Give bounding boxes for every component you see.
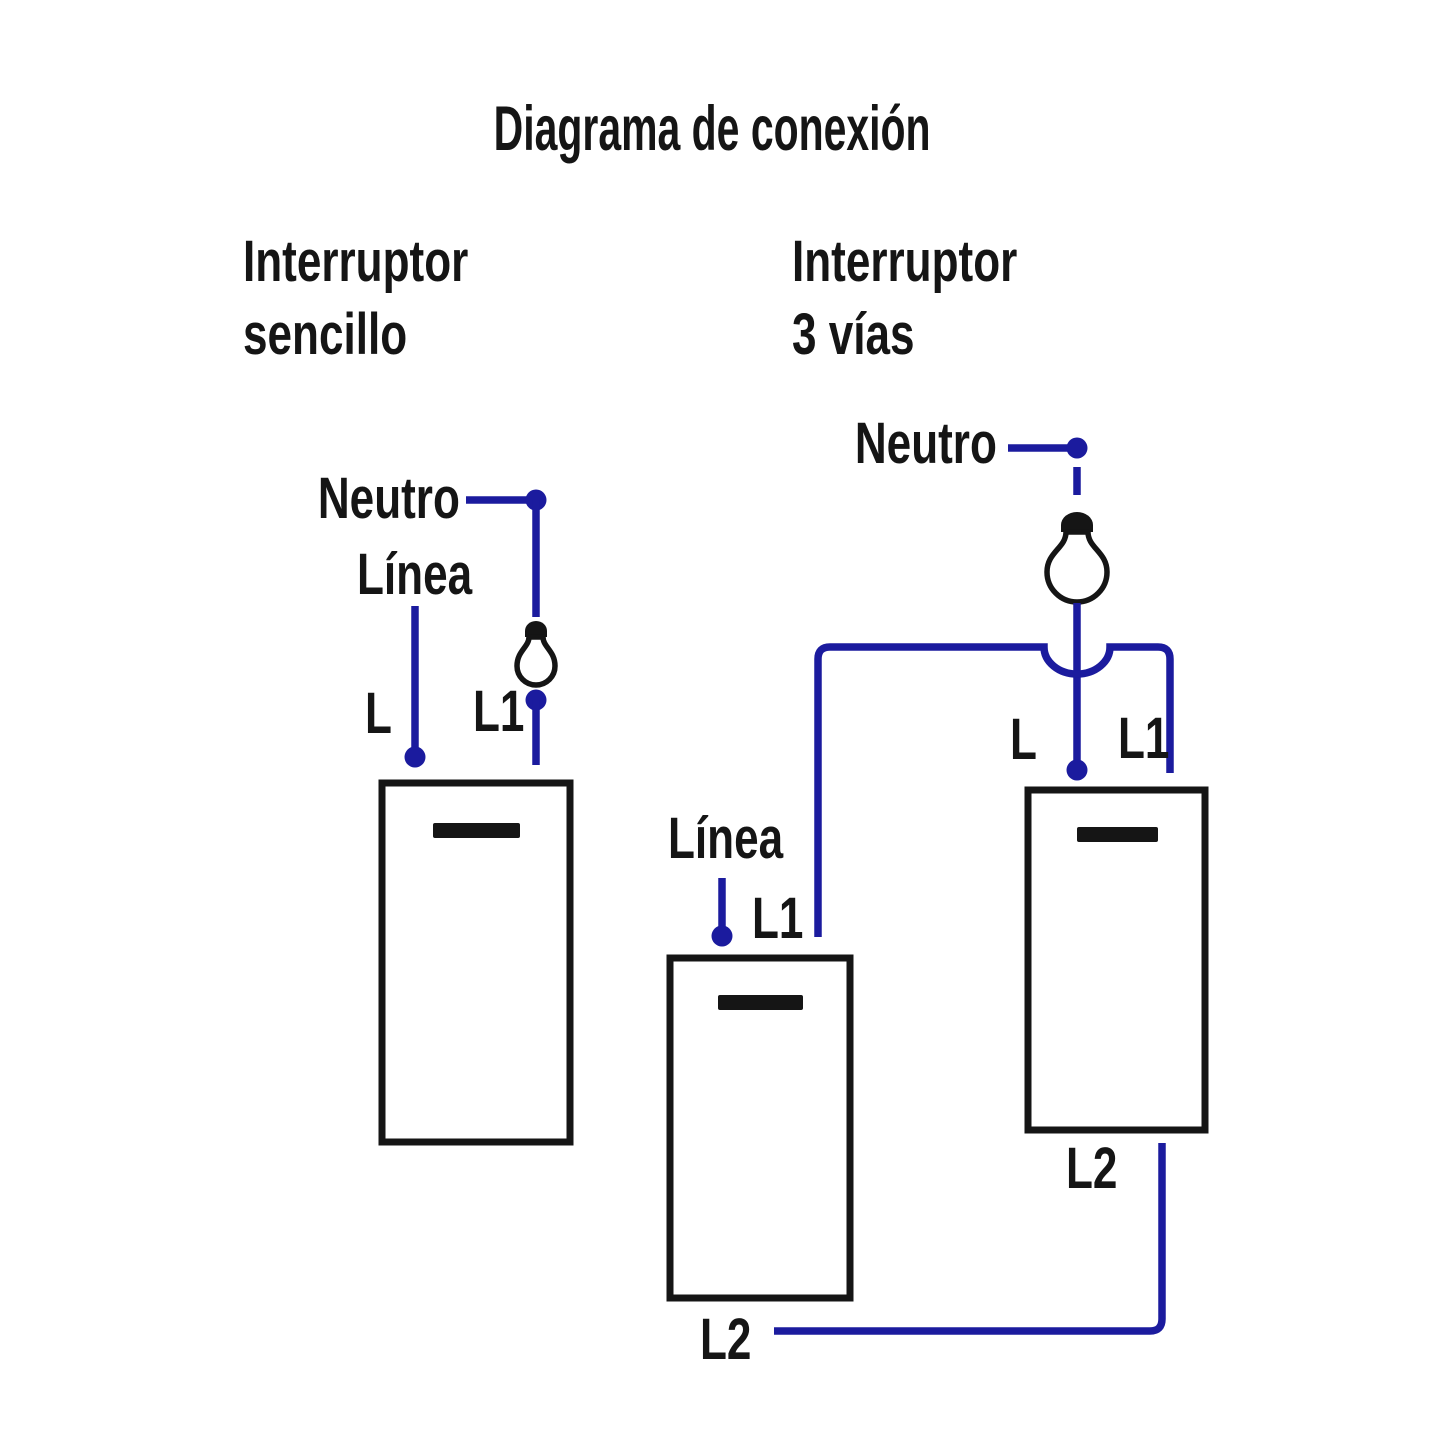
threeway-heading-line2: 3 vías — [792, 302, 915, 367]
junction-dot-icon — [1066, 759, 1088, 781]
simple-heading-line1: Interruptor — [243, 229, 469, 294]
l2-return-wire — [774, 1143, 1166, 1335]
rocker-toggle-icon — [1077, 827, 1158, 842]
label-l-simple: L — [365, 681, 392, 746]
light-bulb-icon — [1044, 512, 1110, 605]
label-neutro-simple: Neutro — [317, 466, 460, 531]
switch-body — [666, 954, 854, 1302]
label-l1-simple: L1 — [473, 679, 525, 744]
label-l1-mid-switch: L1 — [752, 886, 804, 951]
label-linea-threeway: Línea — [668, 806, 784, 871]
junction-dot-icon — [404, 746, 426, 768]
bulb-cap — [525, 621, 547, 637]
label-l2-mid-switch: L2 — [700, 1307, 752, 1372]
threeway-heading-line1: Interruptor — [792, 229, 1018, 294]
label-l1-right-switch: L1 — [1118, 706, 1170, 771]
simple-switch-circuit — [378, 489, 574, 1146]
bulb-cap — [1061, 512, 1093, 532]
simple-heading-line2: sencillo — [243, 302, 408, 367]
rocker-toggle-icon — [718, 995, 803, 1010]
light-bulb-icon — [514, 621, 558, 688]
page-title: Diagrama de conexión — [0, 98, 1424, 161]
rocker-toggle-icon — [433, 823, 520, 838]
page-title-text: Diagrama de conexión — [493, 94, 931, 164]
bulb-glass — [1044, 529, 1110, 605]
label-l2-right-switch: L2 — [1066, 1136, 1118, 1201]
label-l-right-switch: L — [1010, 707, 1037, 772]
switch-body — [378, 779, 574, 1146]
traveler-wire-with-hop — [814, 643, 1174, 937]
junction-dot-icon — [711, 925, 733, 947]
label-neutro-threeway: Neutro — [854, 411, 997, 476]
three-way-circuit — [666, 437, 1209, 1335]
junction-dot-icon — [1066, 437, 1088, 459]
bulb-glass — [514, 634, 558, 688]
label-linea-simple: Línea — [357, 542, 473, 607]
switch-body — [1024, 786, 1209, 1134]
